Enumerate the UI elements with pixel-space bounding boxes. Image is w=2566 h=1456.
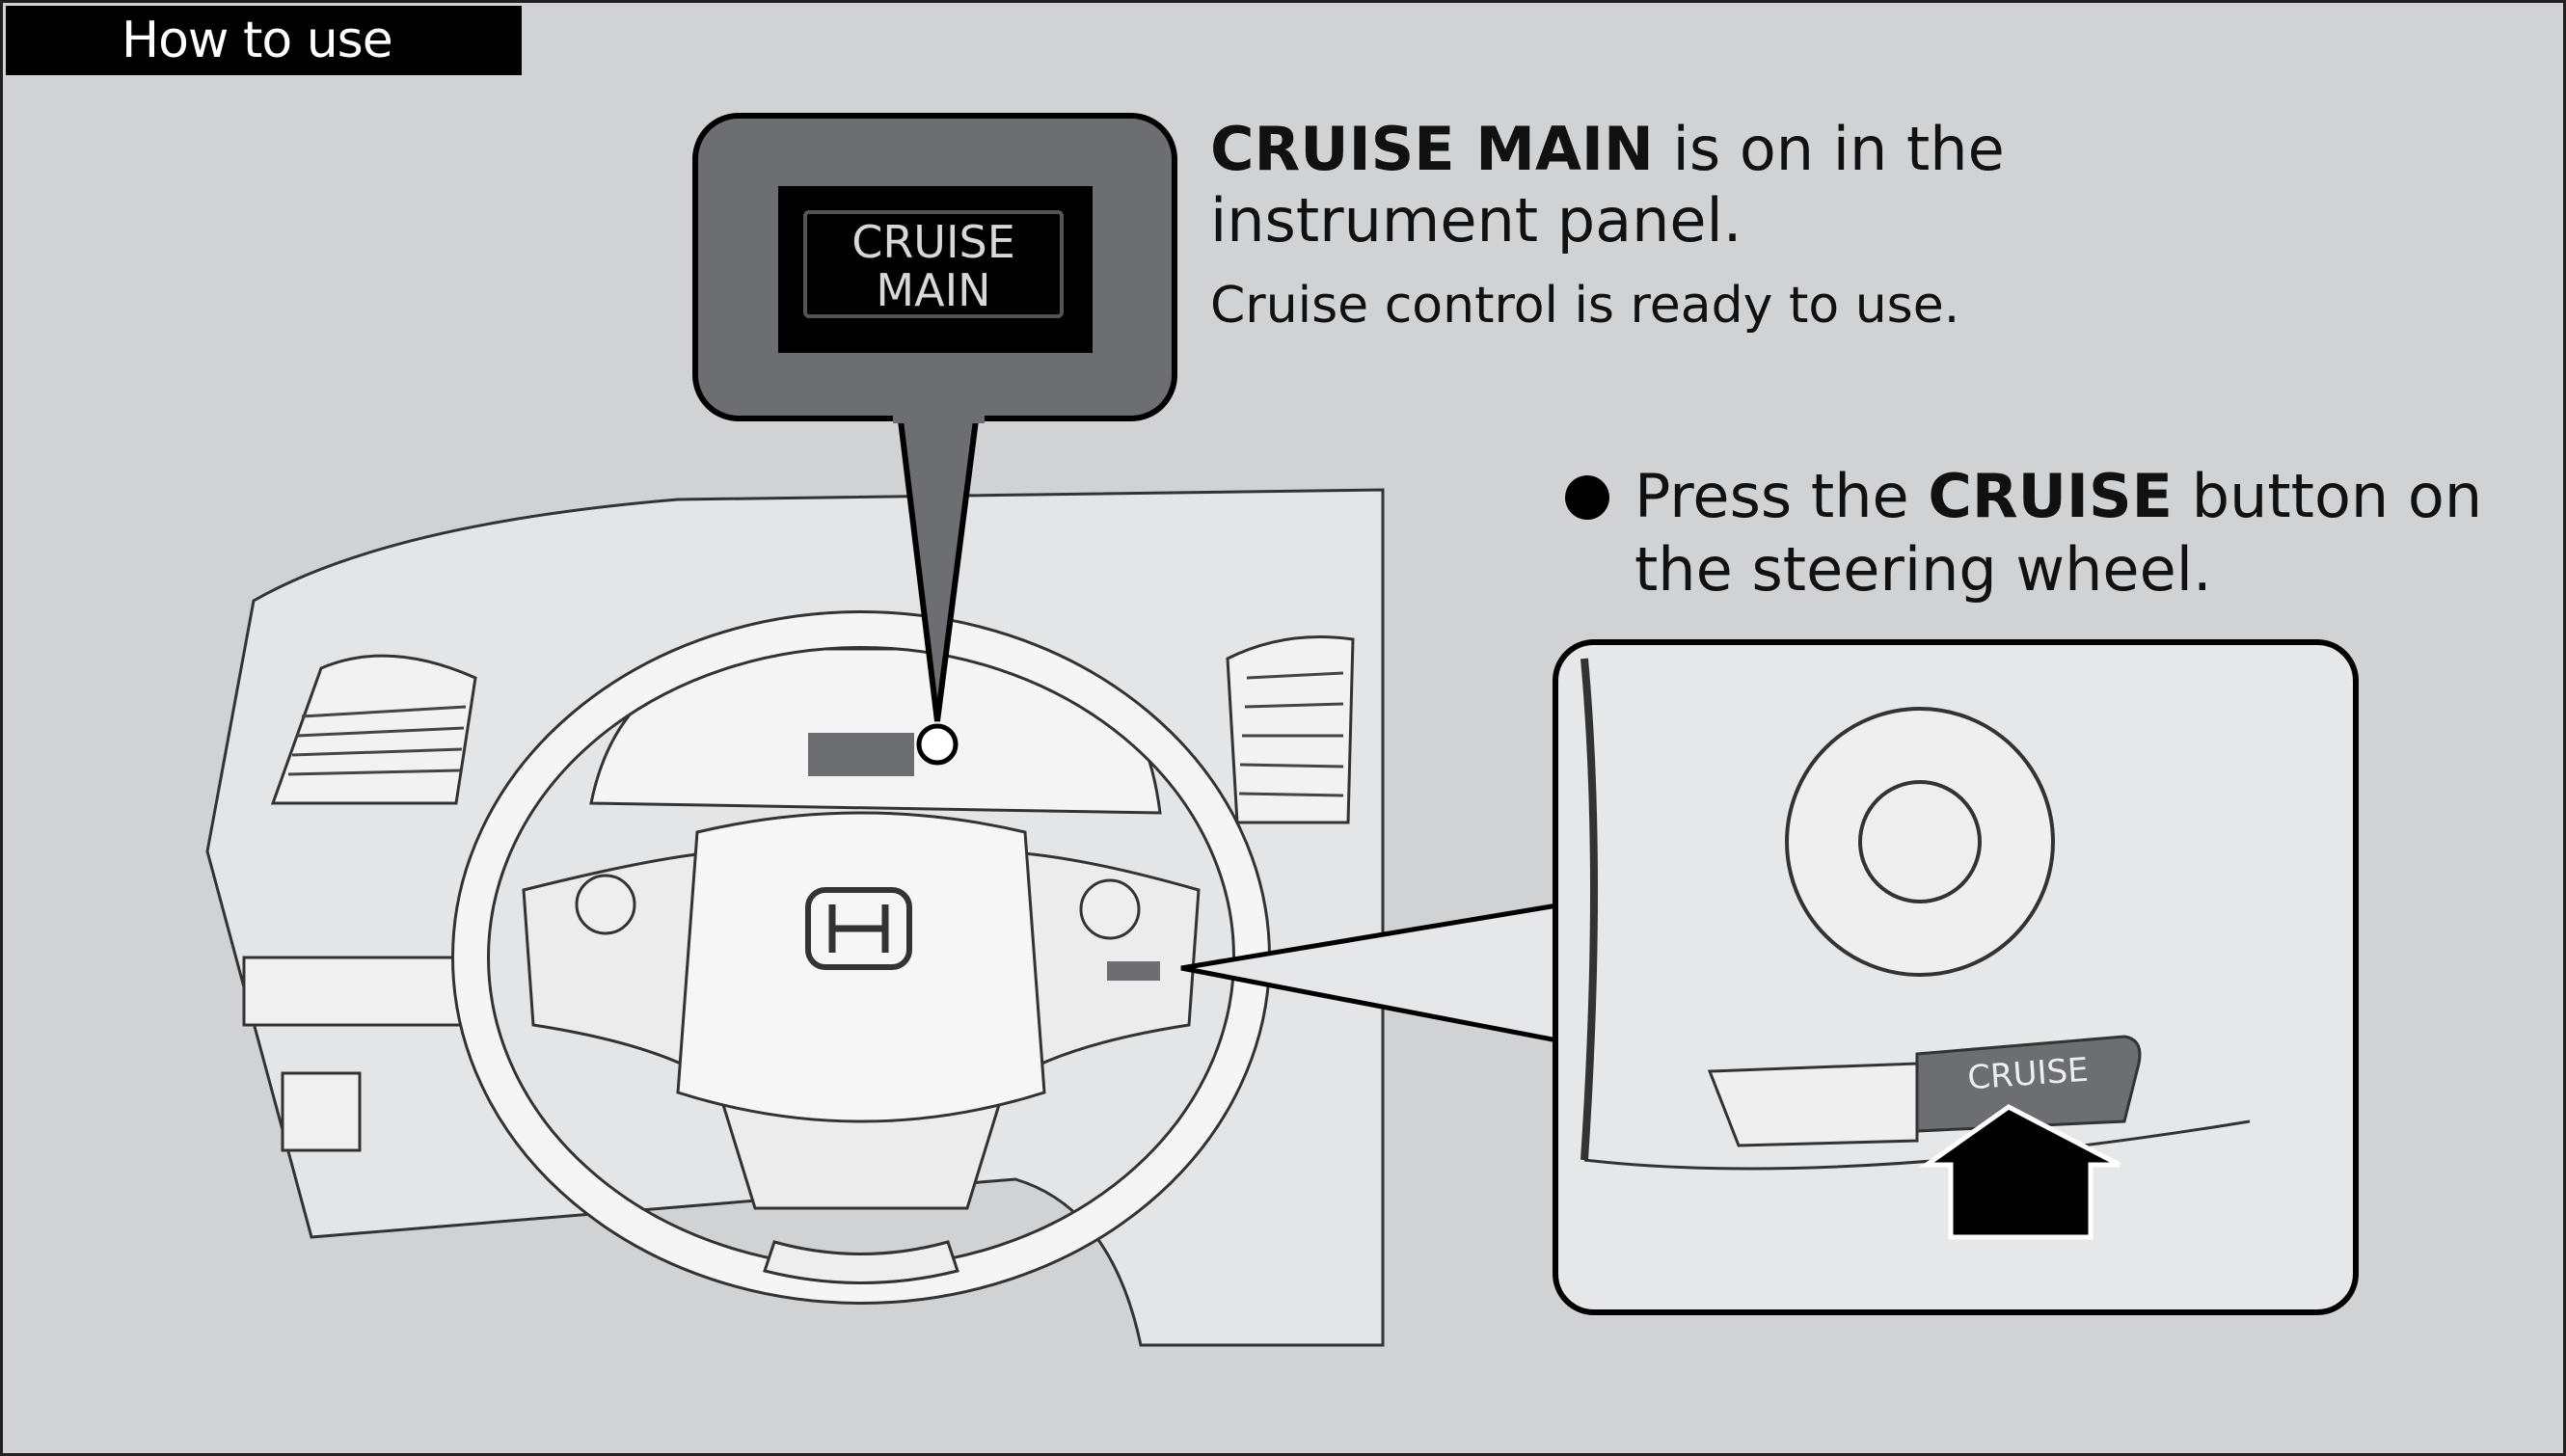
step-prefix: Press the (1634, 461, 1929, 531)
section-header: How to use (6, 6, 522, 75)
step-suffix: button on the steering wheel. (1634, 461, 2483, 605)
step-bold: CRUISE (1928, 461, 2174, 531)
indicator-heading: CRUISE MAIN is on in the instrument pane… (1210, 114, 2078, 256)
honda-logo (805, 887, 912, 970)
cluster-indicator-marker (808, 733, 914, 776)
cruise-button-marker (1107, 961, 1160, 981)
dashboard-illustration (205, 488, 1385, 1347)
indicator-line1: CRUISE (851, 216, 1015, 268)
step-instruction: Press the CRUISE button on the steering … (1565, 460, 2529, 607)
bullet-icon (1565, 475, 1609, 520)
cruise-button-inset (1180, 639, 2359, 1315)
heading-rest: is on in the instrument panel. (1210, 114, 2005, 256)
press-arrow-icon (1919, 1104, 2121, 1240)
indicator-description: Cruise control is ready to use. (1210, 277, 1960, 335)
cruise-main-indicator: CRUISE MAIN (803, 210, 1064, 318)
heading-bold: CRUISE MAIN (1210, 114, 1654, 184)
indicator-line2: MAIN (876, 264, 991, 316)
